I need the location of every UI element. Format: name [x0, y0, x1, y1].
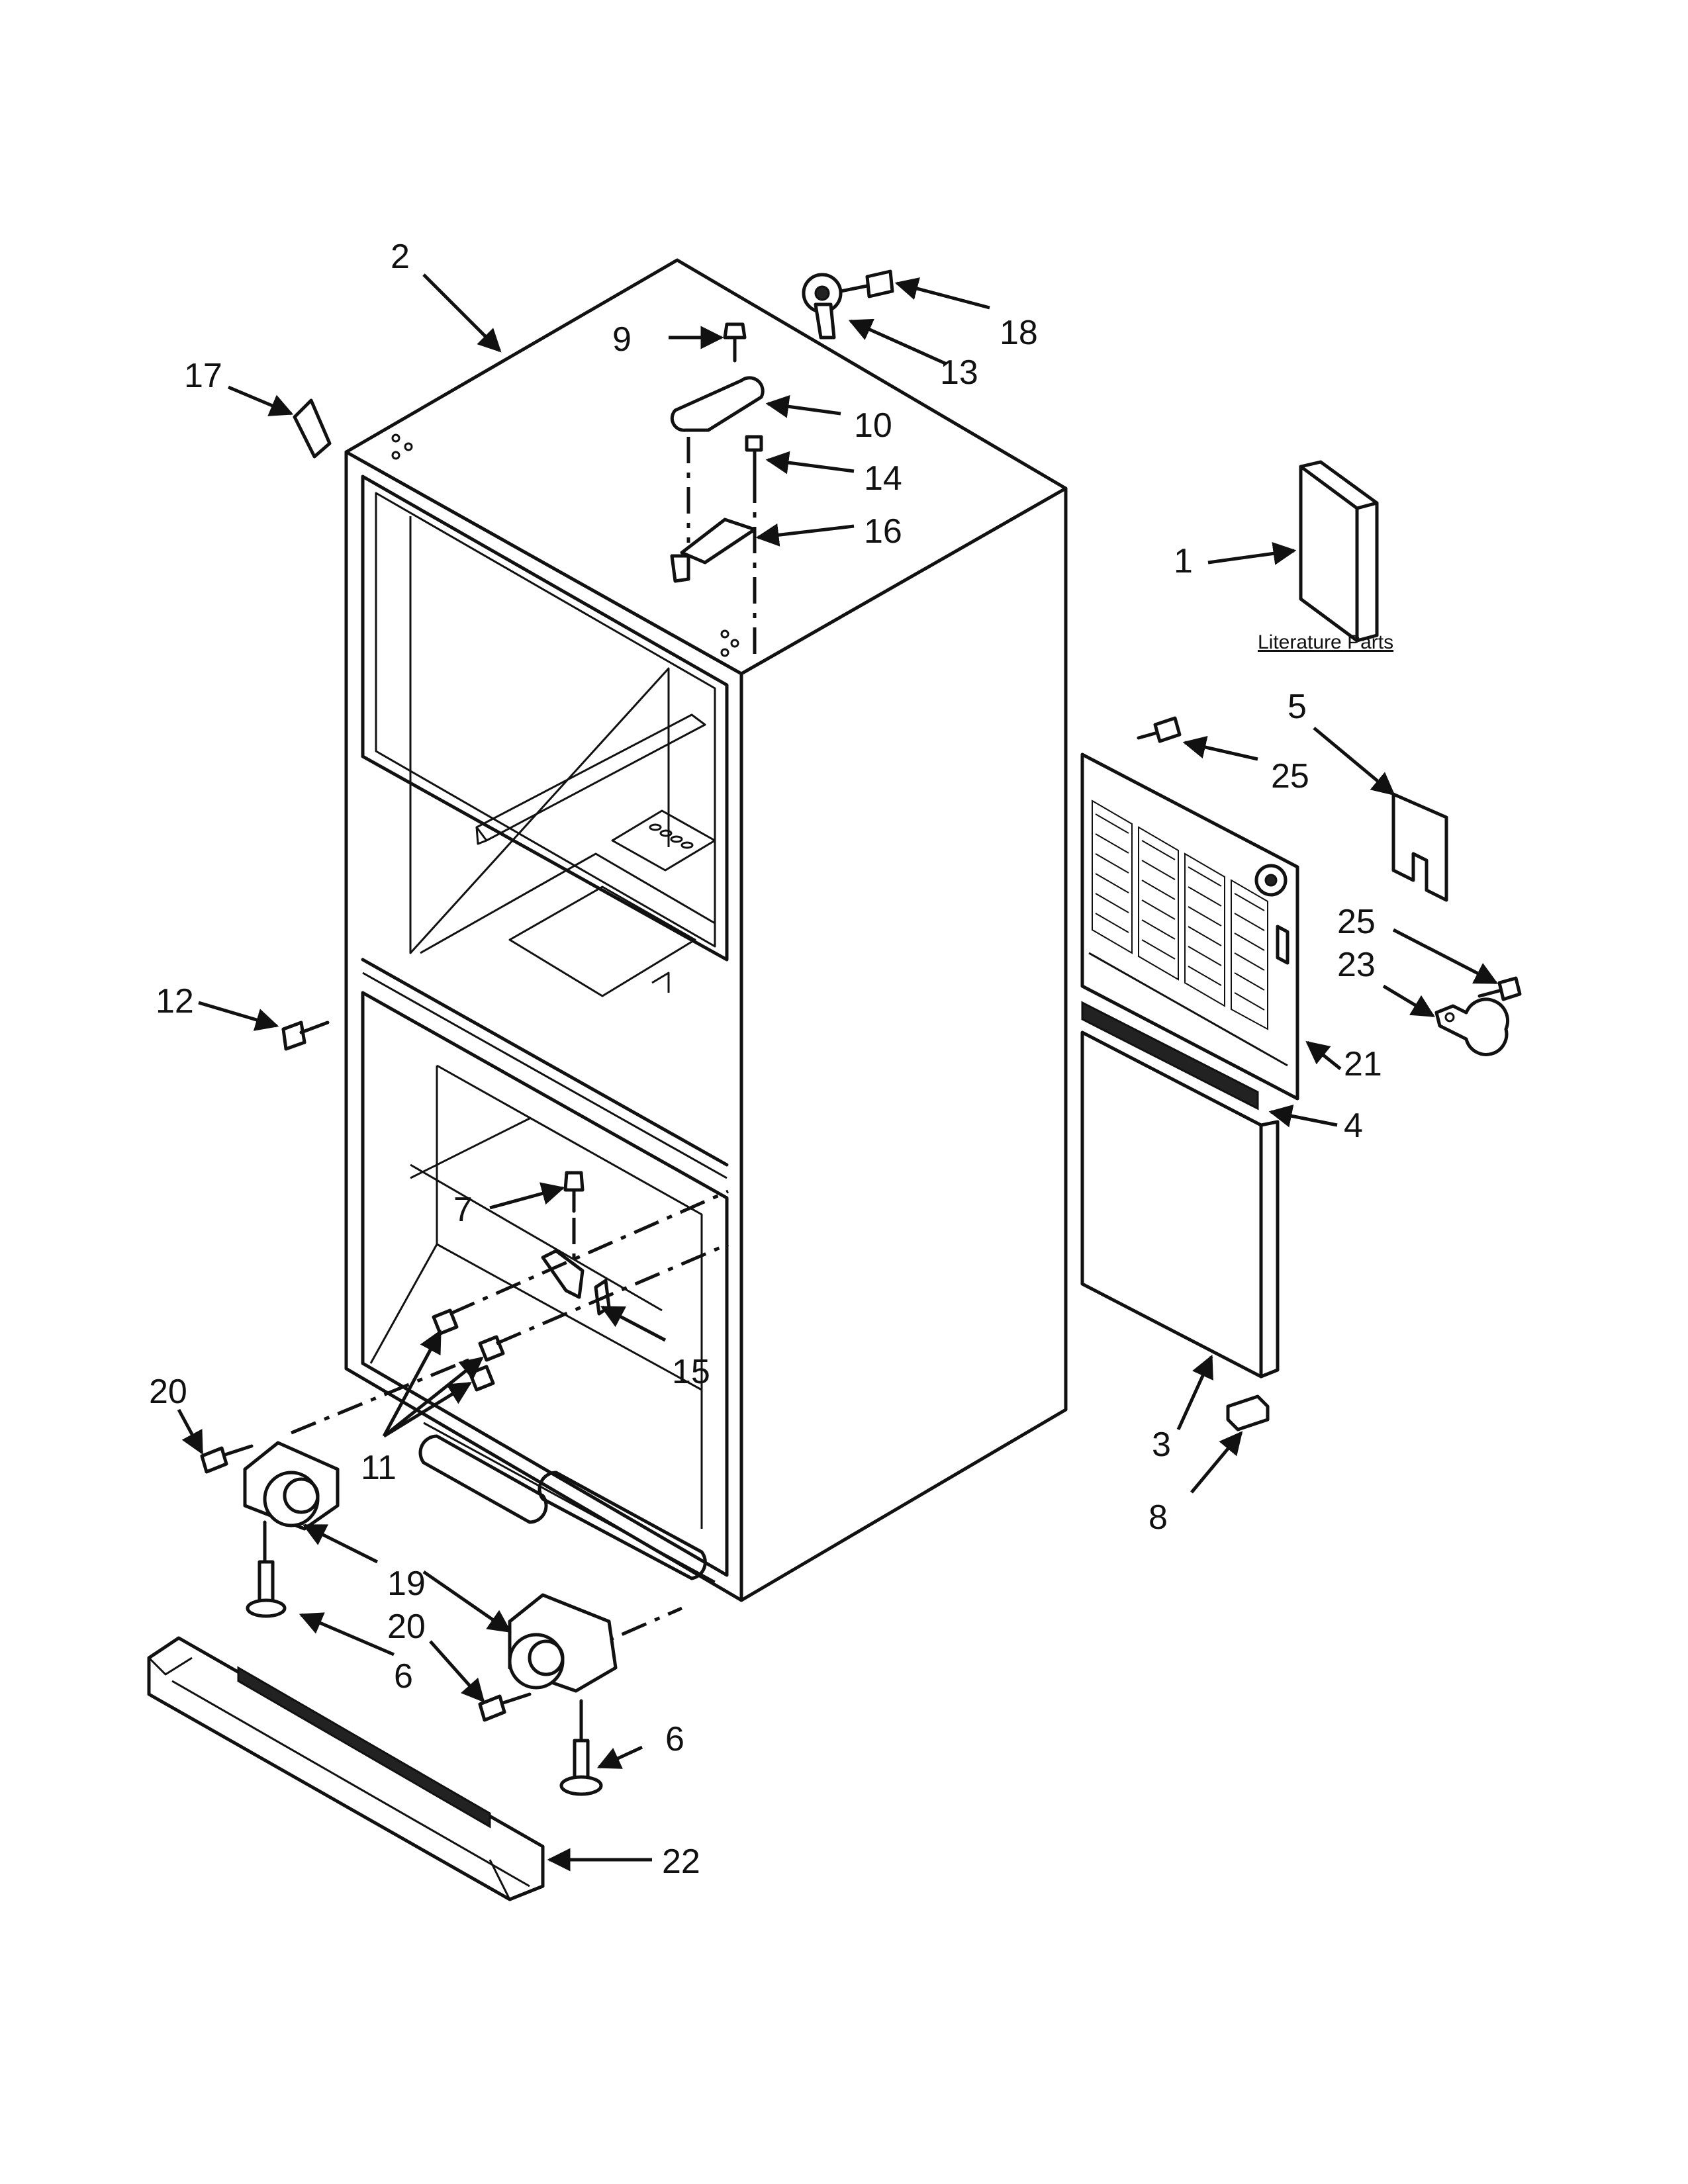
literature-parts-label: Literature Parts: [1258, 631, 1393, 653]
clip-part-5: [1391, 792, 1448, 902]
callout-1: 1: [1174, 542, 1193, 580]
callout-14: 14: [864, 459, 902, 498]
callout-20-left: 20: [149, 1373, 187, 1411]
callout-9: 9: [612, 320, 632, 359]
screw-part-20-left: [200, 1444, 254, 1474]
access-panel: [1080, 752, 1299, 1101]
callout-7: 7: [453, 1191, 473, 1229]
roller-assembly-right: [508, 1593, 618, 1693]
callout-3: 3: [1152, 1426, 1171, 1464]
callout-19: 19: [387, 1565, 426, 1603]
callout-21: 21: [1344, 1045, 1382, 1083]
callout-10: 10: [854, 406, 892, 445]
callout-20-right: 20: [387, 1608, 426, 1646]
callout-2: 2: [391, 238, 410, 276]
callout-8: 8: [1149, 1498, 1168, 1537]
screw-part-12: [281, 1021, 330, 1051]
bracket-part-15: [541, 1249, 585, 1299]
seal-strip-part-4: [1081, 1001, 1259, 1111]
callout-labels: 1 2 3 4 5 6 6 7 8 9 10 11 12 13 14 15 16…: [149, 238, 1382, 1881]
clamp-part-23: [1434, 997, 1509, 1056]
clip-part-8: [1226, 1394, 1270, 1432]
callout-5: 5: [1288, 688, 1307, 726]
screw-part-14: [745, 435, 763, 478]
callout-4: 4: [1344, 1107, 1363, 1145]
callout-13: 13: [940, 353, 978, 392]
literature-parts-book: [1299, 460, 1379, 643]
front-panel: [1080, 1030, 1280, 1379]
callout-23: 23: [1337, 946, 1376, 984]
callout-25-lower: 25: [1337, 903, 1376, 941]
callout-18: 18: [1000, 314, 1038, 352]
callout-15: 15: [672, 1353, 710, 1391]
callout-11: 11: [361, 1449, 397, 1487]
callout-17: 17: [184, 357, 222, 395]
screw-part-20-right: [478, 1692, 532, 1722]
callout-6-right: 6: [665, 1720, 684, 1758]
leveling-leg-right: [559, 1699, 603, 1796]
hinge-cover: [670, 376, 765, 432]
screw-part-18: [839, 269, 894, 298]
screw-part-25-lower: [1477, 976, 1522, 1001]
callout-12: 12: [156, 982, 194, 1021]
screw-part-25-upper: [1137, 716, 1182, 743]
tape-part: [293, 398, 332, 459]
roller-part-13: [802, 273, 843, 340]
leader-arrows: [177, 273, 1499, 1872]
screw-part-7: [563, 1171, 585, 1213]
roller-assembly-left: [243, 1441, 340, 1564]
screw-part-9: [723, 322, 747, 363]
callout-16: 16: [864, 512, 902, 551]
callout-22: 22: [662, 1843, 700, 1881]
callout-25-upper: 25: [1271, 757, 1309, 796]
callout-6-left: 6: [394, 1657, 413, 1696]
toe-grille: [147, 1636, 545, 1901]
cabinet: [344, 258, 1068, 1602]
leveling-leg-left: [246, 1560, 287, 1618]
